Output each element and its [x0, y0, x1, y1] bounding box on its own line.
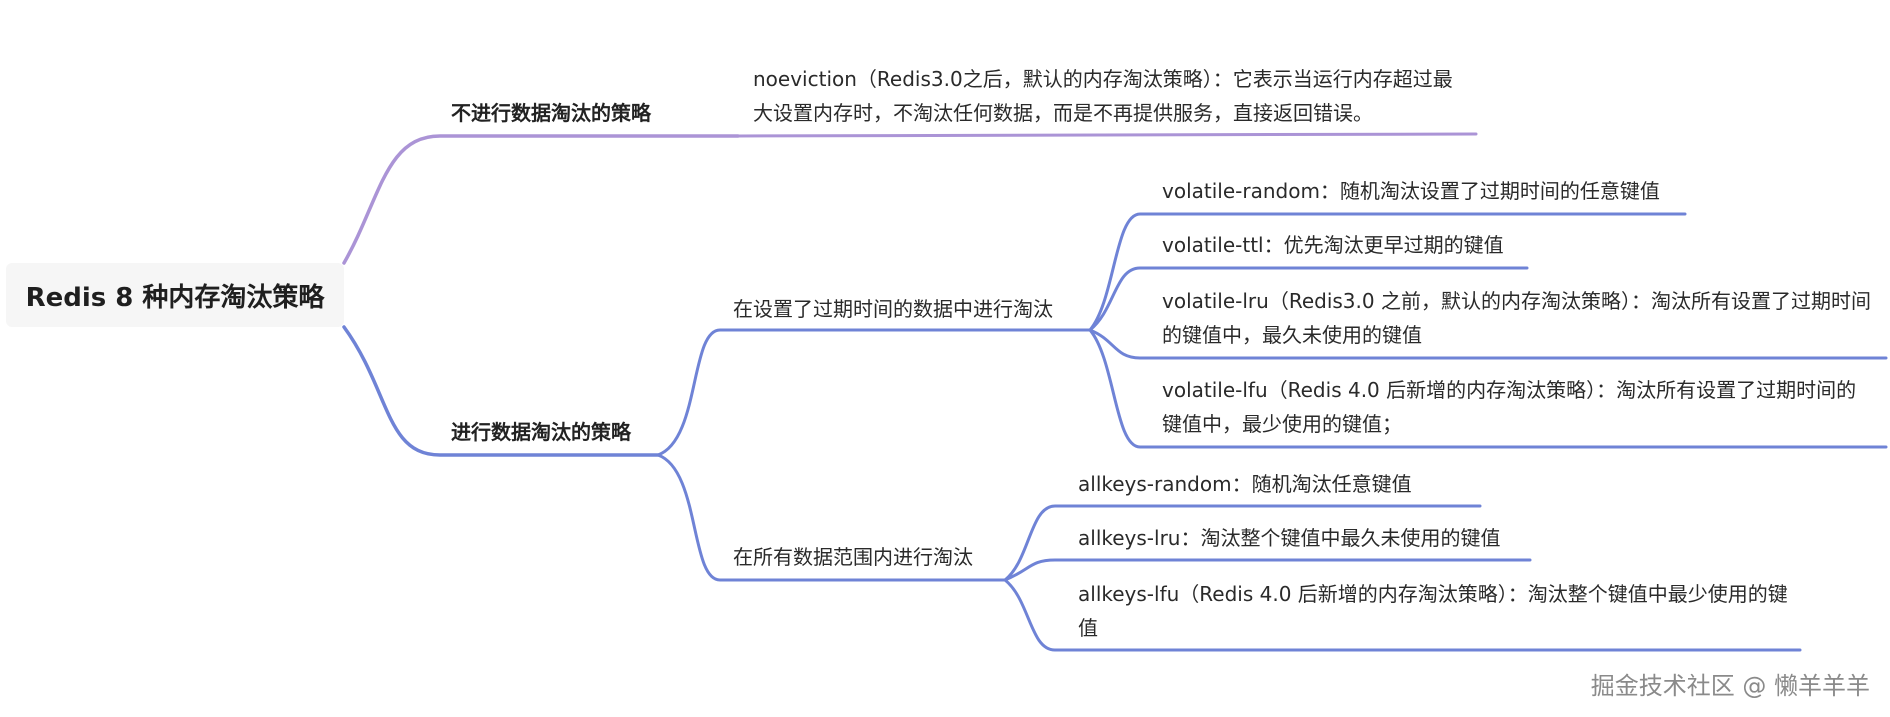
connector-expire-to-volatile-ttl [1088, 266, 1529, 332]
root-label: Redis 8 种内存淘汰策略 [25, 282, 325, 313]
watermark: 掘金技术社区 @ 懒羊羊羊 [1591, 666, 1870, 701]
leaf-allkeys-lfu-label: allkeys-lfu（Redis 4.0 后新增的内存淘汰策略）：淘汰整个键值… [1078, 582, 1788, 640]
branch-no-eviction[interactable]: 不进行数据淘汰的策略 [451, 96, 651, 130]
watermark-text: 掘金技术社区 @ 懒羊羊羊 [1590, 672, 1870, 700]
sub-expiring-keys-label: 在设置了过期时间的数据中进行淘汰 [733, 297, 1053, 321]
leaf-volatile-lfu[interactable]: volatile-lfu（Redis 4.0 后新增的内存淘汰策略）：淘汰所有设… [1162, 373, 1874, 441]
connector-expire-to-volatile-random [1088, 212, 1687, 332]
leaf-volatile-ttl-label: volatile-ttl：优先淘汰更早过期的键值 [1162, 233, 1504, 257]
leaf-volatile-random-label: volatile-random：随机淘汰设置了过期时间的任意键值 [1162, 179, 1660, 203]
leaf-noeviction[interactable]: noeviction（Redis3.0之后，默认的内存淘汰策略）：它表示当运行内… [753, 62, 1469, 130]
leaf-volatile-lru-label: volatile-lru（Redis3.0 之前，默认的内存淘汰策略）：淘汰所有… [1162, 289, 1871, 347]
connector-allkeys-to-lru [1003, 558, 1532, 582]
leaf-allkeys-random[interactable]: allkeys-random：随机淘汰任意键值 [1078, 467, 1412, 501]
connector-expire-to-volatile-lru [1088, 328, 1888, 360]
connector-allkeys-to-lfu [1003, 578, 1802, 652]
sub-all-keys[interactable]: 在所有数据范围内进行淘汰 [733, 540, 973, 574]
connector-branch2-to-sub-expire [656, 328, 1092, 457]
sub-expiring-keys[interactable]: 在设置了过期时间的数据中进行淘汰 [733, 292, 1053, 326]
branch-eviction-label: 进行数据淘汰的策略 [451, 420, 631, 444]
leaf-volatile-lru[interactable]: volatile-lru（Redis3.0 之前，默认的内存淘汰策略）：淘汰所有… [1162, 284, 1874, 352]
connector-root-to-branch1 [342, 134, 740, 265]
leaf-allkeys-random-label: allkeys-random：随机淘汰任意键值 [1078, 472, 1412, 496]
leaf-allkeys-lru-label: allkeys-lru：淘汰整个键值中最久未使用的键值 [1078, 526, 1501, 550]
branch-eviction[interactable]: 进行数据淘汰的策略 [451, 415, 631, 449]
leaf-volatile-lfu-label: volatile-lfu（Redis 4.0 后新增的内存淘汰策略）：淘汰所有设… [1162, 378, 1857, 436]
connector-allkeys-to-random [1003, 504, 1482, 582]
leaf-allkeys-lru[interactable]: allkeys-lru：淘汰整个键值中最久未使用的键值 [1078, 521, 1500, 555]
branch-no-eviction-label: 不进行数据淘汰的策略 [451, 101, 651, 125]
sub-all-keys-label: 在所有数据范围内进行淘汰 [733, 545, 973, 569]
root-node[interactable]: Redis 8 种内存淘汰策略 [6, 263, 344, 327]
leaf-volatile-random[interactable]: volatile-random：随机淘汰设置了过期时间的任意键值 [1162, 174, 1660, 208]
connector-branch1-to-noeviction [736, 132, 1478, 138]
leaf-allkeys-lfu[interactable]: allkeys-lfu（Redis 4.0 后新增的内存淘汰策略）：淘汰整个键值… [1078, 577, 1792, 645]
connector-branch2-to-sub-allkeys [656, 453, 1007, 582]
connector-expire-to-volatile-lfu [1088, 328, 1888, 449]
leaf-noeviction-label: noeviction（Redis3.0之后，默认的内存淘汰策略）：它表示当运行内… [753, 67, 1453, 125]
leaf-volatile-ttl[interactable]: volatile-ttl：优先淘汰更早过期的键值 [1162, 228, 1504, 262]
connector-root-to-branch2 [342, 325, 660, 457]
